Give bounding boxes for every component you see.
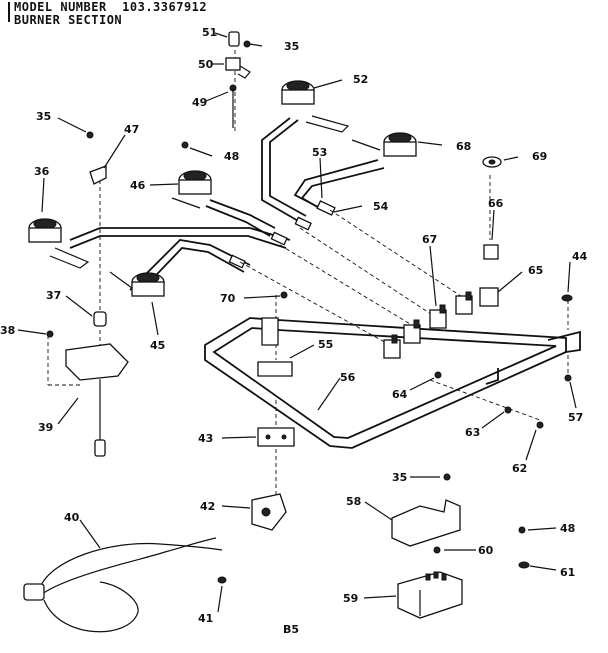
burner-46 bbox=[171, 170, 212, 209]
callout-43: 43 bbox=[198, 432, 213, 445]
section-title: BURNER SECTION bbox=[14, 13, 123, 27]
callout-69: 69 bbox=[532, 150, 547, 163]
callout-61: 61 bbox=[560, 566, 575, 579]
callout-51: 51 bbox=[202, 26, 217, 39]
callout-42: 42 bbox=[200, 500, 215, 513]
callout-39: 39 bbox=[38, 421, 53, 434]
leader-lines bbox=[17, 32, 577, 613]
burner-45 bbox=[109, 271, 165, 297]
callout-58: 58 bbox=[346, 495, 361, 508]
callout-37: 37 bbox=[46, 289, 61, 302]
callout-38: 38 bbox=[0, 324, 15, 337]
callout-54: 54 bbox=[373, 200, 389, 213]
callout-36: 36 bbox=[34, 165, 50, 178]
callout-62: 62 bbox=[512, 462, 527, 475]
screws-right bbox=[280, 291, 573, 429]
washer-69 bbox=[482, 156, 502, 168]
callout-52: 52 bbox=[353, 73, 368, 86]
cover-58 bbox=[391, 473, 461, 554]
callout-57: 57 bbox=[568, 411, 583, 424]
callout-68: 68 bbox=[456, 140, 471, 153]
bracket-55 bbox=[257, 317, 293, 377]
callout-70: 70 bbox=[220, 292, 236, 305]
callout-59: 59 bbox=[343, 592, 358, 605]
electrode-37-39 bbox=[46, 311, 129, 457]
header-bar bbox=[8, 2, 10, 22]
callout-65: 65 bbox=[528, 264, 543, 277]
burner-68 bbox=[351, 132, 417, 157]
callout-47: 47 bbox=[124, 123, 139, 136]
air-shutters bbox=[228, 200, 336, 269]
callout-63: 63 bbox=[465, 426, 480, 439]
callout-49: 49 bbox=[192, 96, 207, 109]
callout-50: 50 bbox=[198, 58, 214, 71]
callout-48: 48 bbox=[560, 522, 575, 535]
igniter-42 bbox=[251, 493, 287, 531]
burner-52 bbox=[281, 80, 350, 133]
bracket-47 bbox=[86, 131, 107, 185]
model-number-label: MODEL NUMBER 103.3367912 bbox=[14, 0, 208, 14]
electrode-assembly-49-51 bbox=[225, 31, 251, 128]
callout-40: 40 bbox=[64, 511, 80, 524]
callout-labels: 51 35 50 52 49 35 47 48 68 69 36 46 53 5… bbox=[0, 26, 588, 625]
valves-65-67 bbox=[383, 244, 499, 359]
burner-tubes bbox=[69, 117, 385, 295]
screws-lower-right bbox=[217, 526, 530, 584]
callout-35: 35 bbox=[36, 110, 51, 123]
screw-48 bbox=[181, 141, 189, 149]
wire-harness-40 bbox=[23, 537, 223, 633]
callout-44: 44 bbox=[572, 250, 588, 263]
callout-46: 46 bbox=[130, 179, 146, 192]
page-label: B5 bbox=[283, 623, 299, 636]
manifold-frame bbox=[204, 317, 581, 449]
callout-53: 53 bbox=[312, 146, 327, 159]
callout-41: 41 bbox=[198, 612, 213, 625]
callout-35: 35 bbox=[284, 40, 299, 53]
callout-60: 60 bbox=[478, 544, 494, 557]
callout-64: 64 bbox=[392, 388, 408, 401]
dashed-guides bbox=[47, 50, 569, 500]
callout-67: 67 bbox=[422, 233, 437, 246]
callout-45: 45 bbox=[150, 339, 165, 352]
callout-55: 55 bbox=[318, 338, 333, 351]
callout-48: 48 bbox=[224, 150, 239, 163]
callout-35: 35 bbox=[392, 471, 407, 484]
module-59 bbox=[397, 571, 463, 619]
callout-66: 66 bbox=[488, 197, 504, 210]
burner-36 bbox=[28, 218, 90, 269]
plate-43 bbox=[257, 427, 295, 447]
callout-56: 56 bbox=[340, 371, 356, 384]
